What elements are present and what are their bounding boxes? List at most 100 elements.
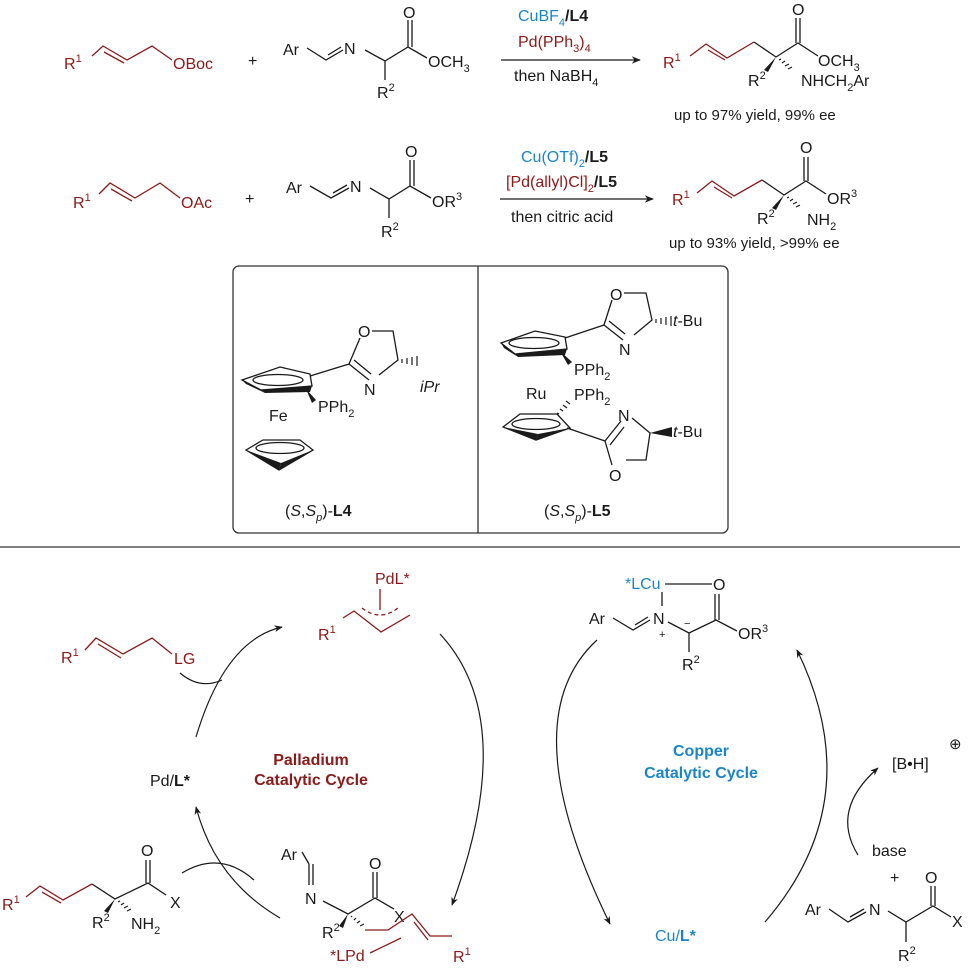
svg-text:O: O: [610, 287, 622, 304]
svg-text:PPh2: PPh2: [574, 362, 610, 383]
svg-text:Fe: Fe: [269, 408, 288, 425]
svg-text:PPh2: PPh2: [574, 387, 610, 408]
svg-text:N: N: [364, 382, 376, 399]
svg-text:then citric acid: then citric acid: [511, 209, 613, 226]
svg-text:O: O: [800, 140, 812, 157]
svg-text:N: N: [305, 891, 317, 908]
svg-text:R1: R1: [663, 52, 681, 72]
svg-text:t-Bu: t-Bu: [673, 313, 702, 330]
svg-text:R1: R1: [318, 624, 336, 644]
svg-text:PdL*: PdL*: [375, 571, 410, 588]
reaction-2-yield: up to 93% yield, >99% ee: [669, 235, 840, 252]
reaction-1-yield: up to 97% yield, 99% ee: [674, 107, 836, 124]
svg-text:O: O: [403, 5, 415, 22]
svg-text:Ar: Ar: [805, 902, 822, 919]
svg-text:O: O: [713, 577, 725, 594]
svg-text:N: N: [869, 902, 881, 919]
pd-catalyst-label: Pd/L*: [150, 773, 191, 790]
svg-text:O: O: [925, 870, 937, 887]
svg-text:CuBF4/L4: CuBF4/L4: [518, 8, 588, 29]
svg-text:R2: R2: [898, 945, 916, 965]
svg-text:R1: R1: [2, 894, 20, 914]
arrow-base-in: [847, 767, 879, 856]
imine-ester-reactant-1: Ar N O OCH3 R2: [283, 5, 470, 102]
svg-text:R1: R1: [64, 53, 82, 73]
svg-text:NH2: NH2: [807, 212, 836, 233]
svg-text:OR3: OR3: [432, 191, 462, 211]
plus-sign: +: [245, 191, 254, 208]
copper-cycle-title-line2: Catalytic Cycle: [644, 765, 758, 782]
svg-text:N: N: [653, 611, 665, 628]
svg-text:R1: R1: [672, 189, 690, 209]
svg-text:OCH3: OCH3: [428, 54, 470, 75]
allylation-intermediate: Ar N O X R2 *LPd R1: [281, 847, 471, 966]
conjugate-acid: [B•H]: [892, 756, 929, 773]
catalytic-cycles: R1 LG PdL* R1 Pd/L* Palladium Catalytic …: [2, 571, 963, 966]
imine-ester-substrate: Ar N O X R2: [805, 870, 963, 965]
svg-text:PPh2: PPh2: [318, 399, 354, 420]
svg-text:Ar: Ar: [589, 611, 606, 628]
svg-text:*LCu: *LCu: [625, 576, 661, 593]
svg-text:Cu(OTf)2/L5: Cu(OTf)2/L5: [521, 149, 608, 170]
palladium-cycle-title-line2: Catalytic Cycle: [254, 772, 368, 789]
svg-text:OR3: OR3: [827, 188, 857, 208]
cu-catalyst-label: Cu/L*: [655, 928, 697, 945]
reaction-1: R1 OBoc + Ar N O OCH3 R2 CuBF4/L4 Pd(PPh…: [64, 2, 870, 124]
arrow-nucleophilic-attack: [439, 633, 484, 906]
svg-text:N: N: [619, 342, 631, 359]
arrow-substrate-in: [179, 672, 223, 685]
svg-text:O: O: [792, 2, 804, 19]
reaction-2-conditions: Cu(OTf)2/L5 [Pd(allyl)Cl]2/L5 then citri…: [500, 149, 654, 226]
ligand-l4: PPh2 Fe O N iPr (S,Sp)-L4: [240, 324, 440, 524]
leaving-group-boc: OBoc: [173, 56, 213, 73]
ligand-l5: PPh2 O N t-Bu Ru PPh2: [499, 287, 702, 524]
svg-text:R2: R2: [377, 82, 395, 102]
palladium-cycle-title-line1: Palladium: [273, 752, 349, 769]
arrow-product-out: [181, 862, 255, 881]
svg-text:N: N: [350, 179, 362, 196]
allyl-boc-reactant: R1 OBoc: [64, 45, 213, 73]
svg-text:N: N: [618, 408, 630, 425]
svg-text:OR3: OR3: [738, 623, 768, 643]
svg-text:R1: R1: [61, 647, 79, 667]
svg-text:−: −: [684, 618, 690, 630]
svg-text:NHCH2Ar: NHCH2Ar: [801, 73, 870, 94]
svg-text:Ru: Ru: [526, 386, 546, 403]
arrow-product-release: [194, 806, 281, 919]
plus-sign: +: [890, 870, 899, 887]
cycle-product: R1 O X R2 NH2: [2, 843, 181, 937]
svg-text:R2: R2: [322, 922, 340, 942]
svg-text:*LPd: *LPd: [330, 948, 365, 965]
allyl-substrate: R1 LG: [61, 637, 195, 668]
svg-text:NH2: NH2: [131, 916, 160, 937]
svg-text:t-Bu: t-Bu: [673, 424, 702, 441]
imine-ester-reactant-2: Ar N O OR3 R2: [286, 144, 462, 241]
svg-text:R2: R2: [381, 221, 399, 241]
svg-text:Ar: Ar: [286, 180, 303, 197]
arrow-transmetalation: [555, 639, 611, 925]
svg-text:X: X: [952, 914, 963, 931]
svg-text:R2: R2: [757, 208, 775, 228]
svg-text:O: O: [609, 468, 621, 485]
svg-text:O: O: [141, 843, 153, 860]
svg-text:R1: R1: [453, 946, 471, 966]
svg-text:then NaBH4: then NaBH4: [514, 68, 598, 89]
reaction-1-conditions: CuBF4/L4 Pd(PPh3)4 then NaBH4: [501, 8, 641, 89]
svg-text:+: +: [659, 629, 665, 641]
svg-text:X: X: [170, 895, 181, 912]
leaving-group-acetate: OAc: [181, 195, 212, 212]
product-1: R1 O OCH3 R2 NHCH2Ar: [663, 2, 870, 94]
plus-sign: +: [248, 53, 257, 70]
svg-text:R1: R1: [73, 192, 91, 212]
svg-text:N: N: [344, 41, 356, 58]
copper-cycle-title-line1: Copper: [673, 743, 729, 760]
allyl-acetate-reactant: R1 OAc: [73, 182, 212, 212]
arrow-oxidative-addition: [195, 625, 283, 738]
product-2: R1 O OR3 R2 NH2: [672, 140, 857, 233]
svg-text:Ar: Ar: [283, 42, 300, 59]
svg-text:LG: LG: [174, 651, 195, 668]
svg-text:R2: R2: [748, 70, 766, 90]
svg-text:O: O: [369, 856, 381, 873]
svg-text:O: O: [405, 144, 417, 161]
